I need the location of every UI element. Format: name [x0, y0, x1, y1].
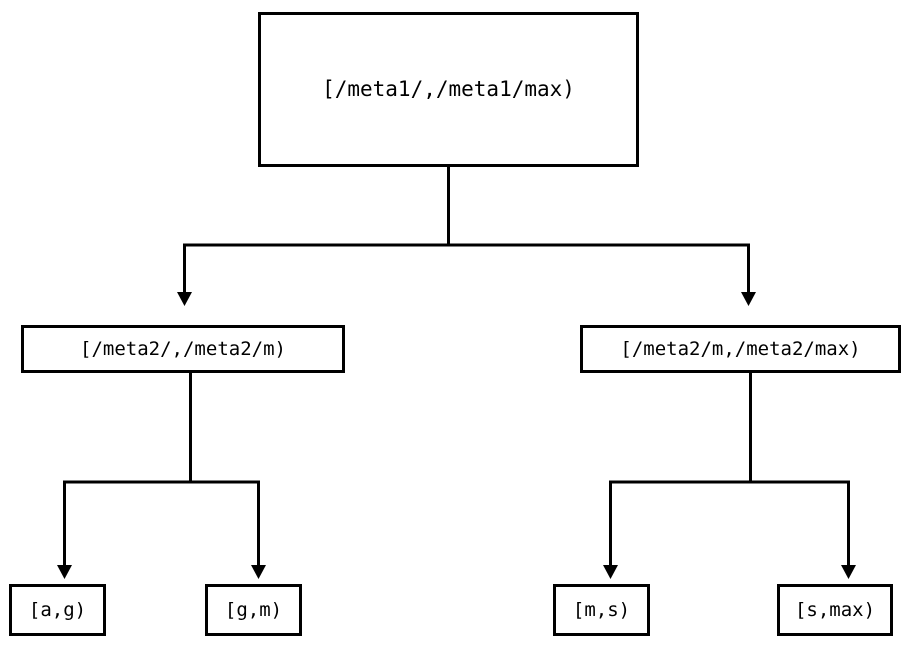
tree-node-mid-left[interactable]: [/meta2/,/meta2/m)	[21, 325, 345, 373]
arrowhead-icon	[177, 292, 192, 306]
tree-node-mid-left-label: [/meta2/,/meta2/m)	[80, 337, 286, 360]
edge-mid-right-to-leaf-ms	[603, 373, 850, 579]
edge-mid-right-to-leaf-smax	[841, 482, 856, 579]
arrowhead-icon	[841, 565, 856, 579]
tree-node-mid-right-label: [/meta2/m,/meta2/max)	[620, 337, 861, 360]
tree-node-root-label: [/meta1/,/meta1/max)	[322, 77, 575, 101]
edge-mid-left-to-leaf-gm	[251, 482, 266, 579]
tree-node-root[interactable]: [/meta1/,/meta1/max)	[258, 12, 639, 167]
edge-root-to-mid-right	[741, 245, 756, 306]
tree-node-leaf-smax[interactable]: [s,max)	[777, 584, 893, 636]
arrowhead-icon	[57, 565, 72, 579]
tree-node-leaf-ag[interactable]: [a,g)	[9, 584, 106, 636]
edge-mid-left-to-leaf-ag	[57, 373, 260, 579]
tree-node-leaf-gm[interactable]: [g,m)	[205, 584, 302, 636]
tree-node-leaf-ag-label: [a,g)	[28, 598, 87, 621]
tree-node-leaf-ms[interactable]: [m,s)	[553, 584, 650, 636]
edge-root-to-mid-left	[177, 167, 750, 306]
tree-node-leaf-gm-label: [g,m)	[224, 598, 283, 621]
tree-node-leaf-ms-label: [m,s)	[572, 598, 631, 621]
tree-node-mid-right[interactable]: [/meta2/m,/meta2/max)	[580, 325, 901, 373]
arrowhead-icon	[603, 565, 618, 579]
arrowhead-icon	[251, 565, 266, 579]
arrowhead-icon	[741, 292, 756, 306]
tree-node-leaf-smax-label: [s,max)	[794, 598, 876, 621]
